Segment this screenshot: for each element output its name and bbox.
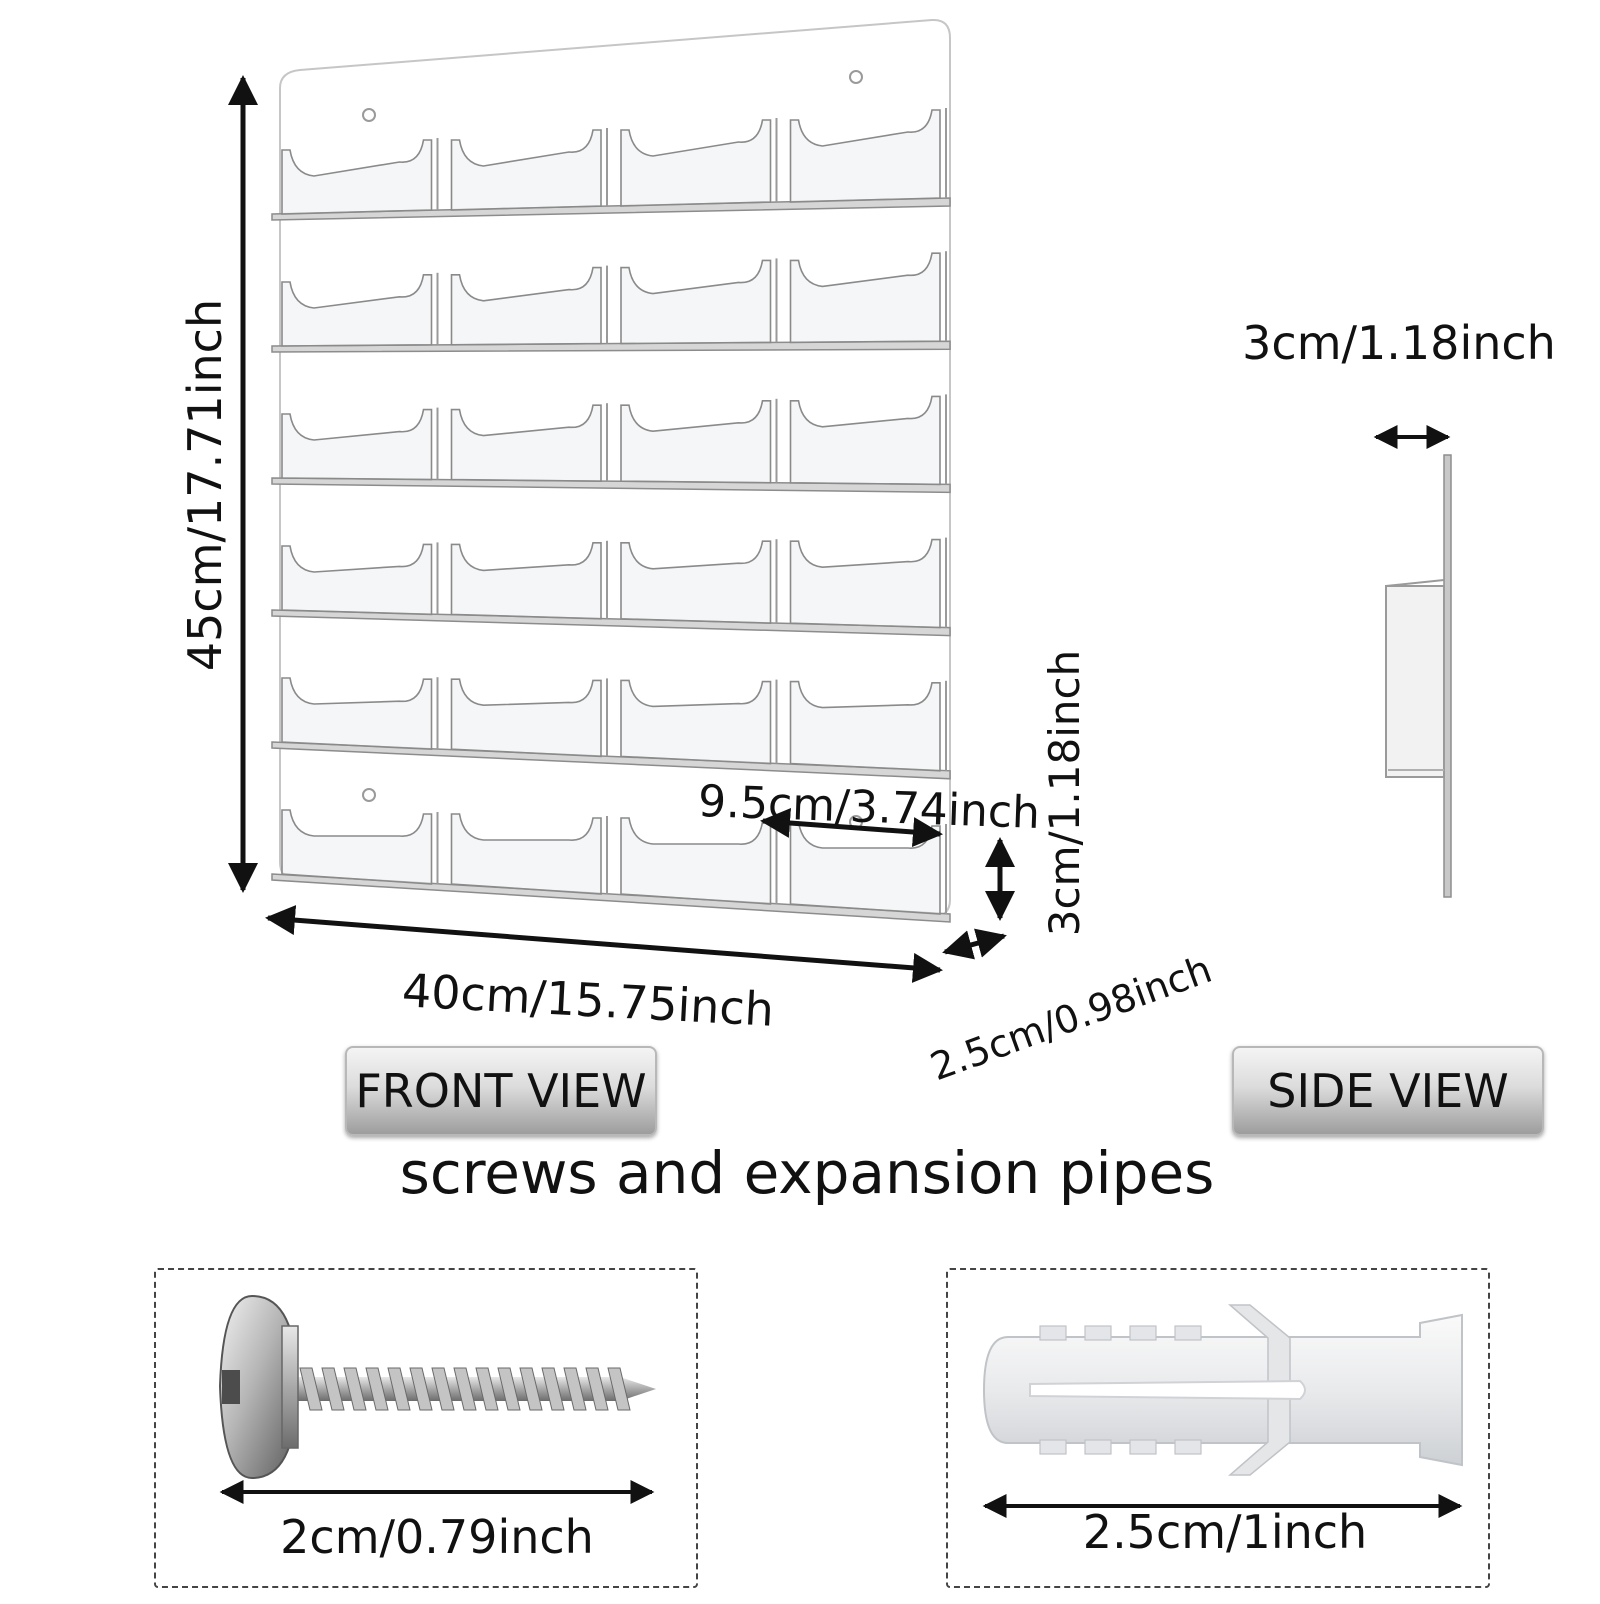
card-pocket <box>450 542 602 620</box>
screw-thread <box>497 1367 521 1411</box>
side-view-button[interactable]: SIDE VIEW <box>1232 1046 1544 1136</box>
card-pocket <box>789 395 941 486</box>
screw-threads <box>299 1367 631 1411</box>
pocket-row <box>271 251 951 353</box>
screw-thread <box>409 1367 433 1411</box>
card-pocket <box>620 540 772 625</box>
card-pocket <box>450 129 602 211</box>
pocket-height-label: 3cm/1.18inch <box>1040 649 1089 937</box>
height-dimension-label: 45cm/17.71inch <box>178 298 232 672</box>
card-pocket <box>620 679 772 765</box>
card-pocket <box>789 538 941 629</box>
mounting-hole <box>849 70 863 84</box>
card-pocket <box>281 809 433 885</box>
card-pocket <box>281 677 433 751</box>
screw-thread <box>387 1367 411 1411</box>
card-pocket <box>450 404 602 483</box>
anchor-rib <box>1084 1439 1112 1455</box>
screw-thread <box>563 1367 587 1411</box>
screw-size-label: 2cm/0.79inch <box>280 1510 594 1564</box>
card-pocket <box>281 139 433 215</box>
card-pocket <box>620 259 772 345</box>
card-pocket <box>789 109 941 203</box>
anchor-rib <box>1129 1439 1157 1455</box>
mounting-hole <box>362 788 376 802</box>
card-pocket <box>281 408 433 481</box>
front-view-button[interactable]: FRONT VIEW <box>345 1046 657 1136</box>
card-pocket <box>620 400 772 484</box>
pocket-width-label: 9.5cm/3.74inch <box>697 776 1041 839</box>
side-view-drawing <box>1373 425 1452 898</box>
pocket-rows <box>271 108 951 923</box>
screw-thread <box>431 1367 455 1411</box>
anchor-size-label: 2.5cm/1inch <box>1082 1505 1368 1559</box>
screw-box <box>154 1268 698 1588</box>
screw-thread <box>519 1367 543 1411</box>
width-arrow <box>265 905 943 983</box>
anchor-box <box>946 1268 1490 1588</box>
hardware-title: screws and expansion pipes <box>399 1139 1215 1207</box>
card-pocket <box>450 678 602 758</box>
anchor-rib <box>1129 1325 1157 1341</box>
screw-thread <box>343 1367 367 1411</box>
card-pocket <box>450 813 602 895</box>
side-back-panel <box>1443 454 1452 898</box>
expansion-anchor-icon <box>982 1304 1463 1476</box>
screw-thread <box>299 1367 323 1411</box>
pocket-row <box>271 677 951 780</box>
card-pocket <box>789 252 941 344</box>
pocket-width-arrow <box>760 808 943 847</box>
screw-icon <box>218 1294 656 1480</box>
anchor-ribs <box>1039 1325 1202 1455</box>
anchor-rib <box>1174 1439 1202 1455</box>
side-depth-label: 3cm/1.18inch <box>1242 316 1556 370</box>
screw-thread <box>475 1367 499 1411</box>
screw-thread <box>365 1367 389 1411</box>
pocket-row <box>271 108 951 221</box>
side-pocket <box>1385 585 1445 778</box>
screw-thread <box>585 1367 609 1411</box>
anchor-rib <box>1039 1325 1067 1341</box>
card-pocket <box>281 543 433 616</box>
anchor-rib <box>1039 1439 1067 1455</box>
mounting-hole <box>362 108 376 122</box>
card-pocket <box>281 274 433 347</box>
anchor-rib <box>1084 1325 1112 1341</box>
card-pocket <box>789 680 941 772</box>
pocket-row <box>271 537 951 637</box>
pocket-row <box>271 394 951 494</box>
anchor-rib <box>1174 1325 1202 1341</box>
screw-thread <box>541 1367 565 1411</box>
screw-thread <box>607 1367 631 1411</box>
card-pocket <box>620 119 772 207</box>
screw-thread <box>321 1367 345 1411</box>
screw-thread <box>453 1367 477 1411</box>
pocket-depth-arrow <box>942 928 1007 960</box>
card-pocket <box>450 266 602 346</box>
